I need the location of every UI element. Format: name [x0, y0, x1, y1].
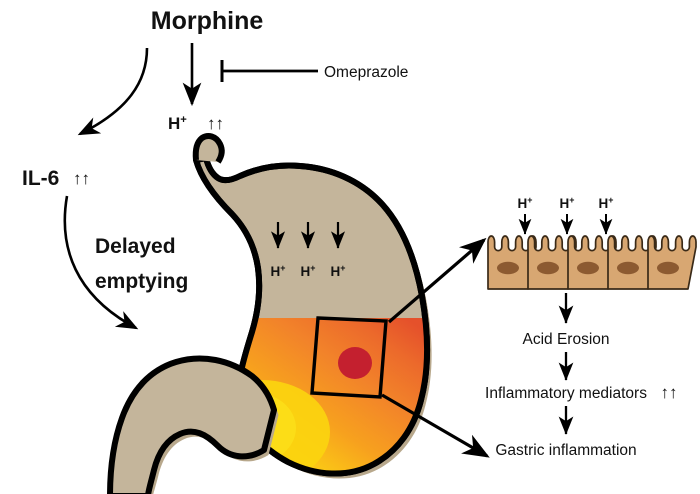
gastric-inflammation-label: Gastric inflammation — [495, 442, 636, 459]
inflammatory-mediators-arrows: ↑↑ — [661, 383, 678, 402]
page-title-morphine: Morphine — [151, 7, 264, 35]
omeprazole-label: Omeprazole — [324, 64, 408, 81]
zoombox-to-epithelium-arrow — [387, 237, 487, 324]
delayed-emptying-line2: emptying — [95, 270, 188, 293]
stomach-acid-secretion-group: H+ H+ H+ — [271, 222, 346, 279]
stomach-outline-top-stroke — [193, 155, 431, 477]
duodenum — [107, 355, 277, 494]
delayed-emptying-line1: Delayed — [95, 235, 176, 258]
zoom-selection-box[interactable] — [310, 316, 388, 399]
cell-nucleus — [537, 261, 559, 275]
stomach-h-label-3: H+ — [331, 263, 346, 279]
epithelium-inset: H+ H+ H+ — [487, 195, 697, 290]
epithelium-h-label-3: H+ — [599, 195, 614, 211]
cell-nucleus — [577, 261, 599, 275]
stomach-h-label-1: H+ — [271, 263, 286, 279]
inflammatory-mediators-label: Inflammatory mediators — [485, 385, 647, 402]
epithelial-cell — [567, 235, 617, 290]
epithelial-cell — [647, 235, 697, 290]
proton-increase-label: H+ — [168, 114, 187, 133]
cell-nucleus — [497, 261, 519, 275]
acid-erosion-label: Acid Erosion — [522, 331, 609, 348]
inflammation-cascade: Acid Erosion Inflammatory mediators ↑↑ G… — [485, 293, 678, 459]
omeprazole-inhibition-group: Omeprazole — [220, 60, 408, 82]
zoombox-to-gastric-inflammation-arrow — [381, 393, 490, 458]
epithelial-cell-row — [487, 235, 697, 290]
cell-nucleus — [617, 261, 639, 275]
epithelium-h-label-1: H+ — [518, 195, 533, 211]
gastric-ulcer-lesion — [338, 347, 372, 379]
esophagus — [192, 133, 225, 164]
il6-increase-arrows: ↑↑ — [73, 169, 90, 188]
il6-to-delayed-emptying-arrow — [63, 195, 139, 330]
il6-label: IL-6 — [22, 167, 59, 190]
cell-nucleus — [657, 261, 679, 275]
stomach-h-label-2: H+ — [301, 263, 316, 279]
morphine-to-il6-arrow — [77, 47, 149, 136]
proton-increase-arrows: ↑↑ — [207, 114, 224, 133]
epithelium-h-label-2: H+ — [560, 195, 575, 211]
